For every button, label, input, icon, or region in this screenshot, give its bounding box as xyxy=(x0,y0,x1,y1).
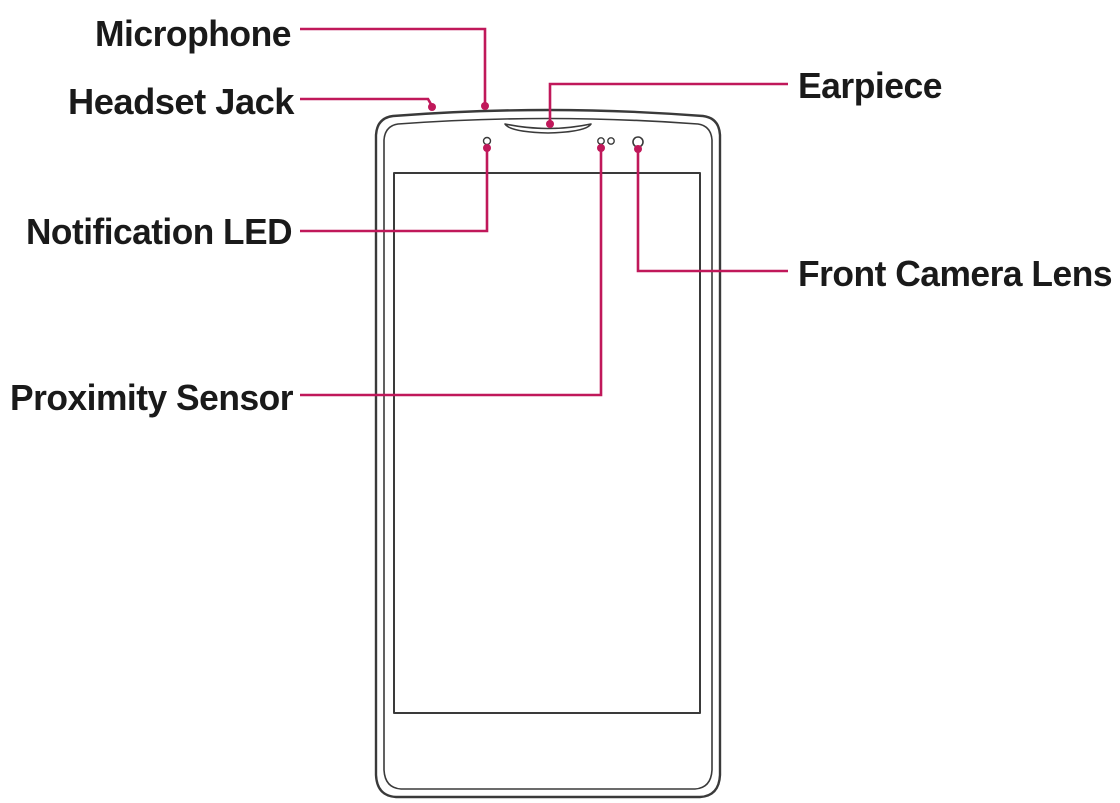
leader-proximity-sensor xyxy=(300,149,603,397)
leader-dot-proximity-sensor xyxy=(597,144,605,152)
label-headset-jack: Headset Jack xyxy=(68,81,295,122)
label-microphone: Microphone xyxy=(95,13,291,54)
leader-headset-jack xyxy=(300,97,434,107)
label-earpiece: Earpiece xyxy=(798,65,942,106)
label-front-camera-lens: Front Camera Lens xyxy=(798,253,1112,294)
leader-dot-earpiece xyxy=(546,120,554,128)
proximity-sensor-hole-right xyxy=(607,137,615,145)
leader-front-camera-lens xyxy=(636,150,788,273)
phone-outer-shell xyxy=(374,108,722,799)
leader-dot-microphone xyxy=(481,102,489,110)
phone-inner-bezel xyxy=(383,117,713,790)
callout-labels: Microphone Headset Jack Notification LED… xyxy=(10,13,1113,418)
leader-earpiece xyxy=(548,82,788,121)
proximity-sensor-hole-left xyxy=(597,137,605,145)
leader-microphone xyxy=(300,27,487,104)
notification-led-hole xyxy=(482,136,492,146)
phone-body xyxy=(374,108,722,799)
earpiece-slot xyxy=(504,123,592,134)
display-screen xyxy=(393,172,701,714)
leader-dot-headset-jack xyxy=(428,103,436,111)
leader-dot-front-camera-lens xyxy=(634,145,642,153)
leader-lines xyxy=(300,27,788,397)
leader-notification-led xyxy=(300,149,489,233)
leader-dot-notification-led xyxy=(483,144,491,152)
label-proximity-sensor: Proximity Sensor xyxy=(10,377,293,418)
label-notification-led: Notification LED xyxy=(26,211,292,252)
